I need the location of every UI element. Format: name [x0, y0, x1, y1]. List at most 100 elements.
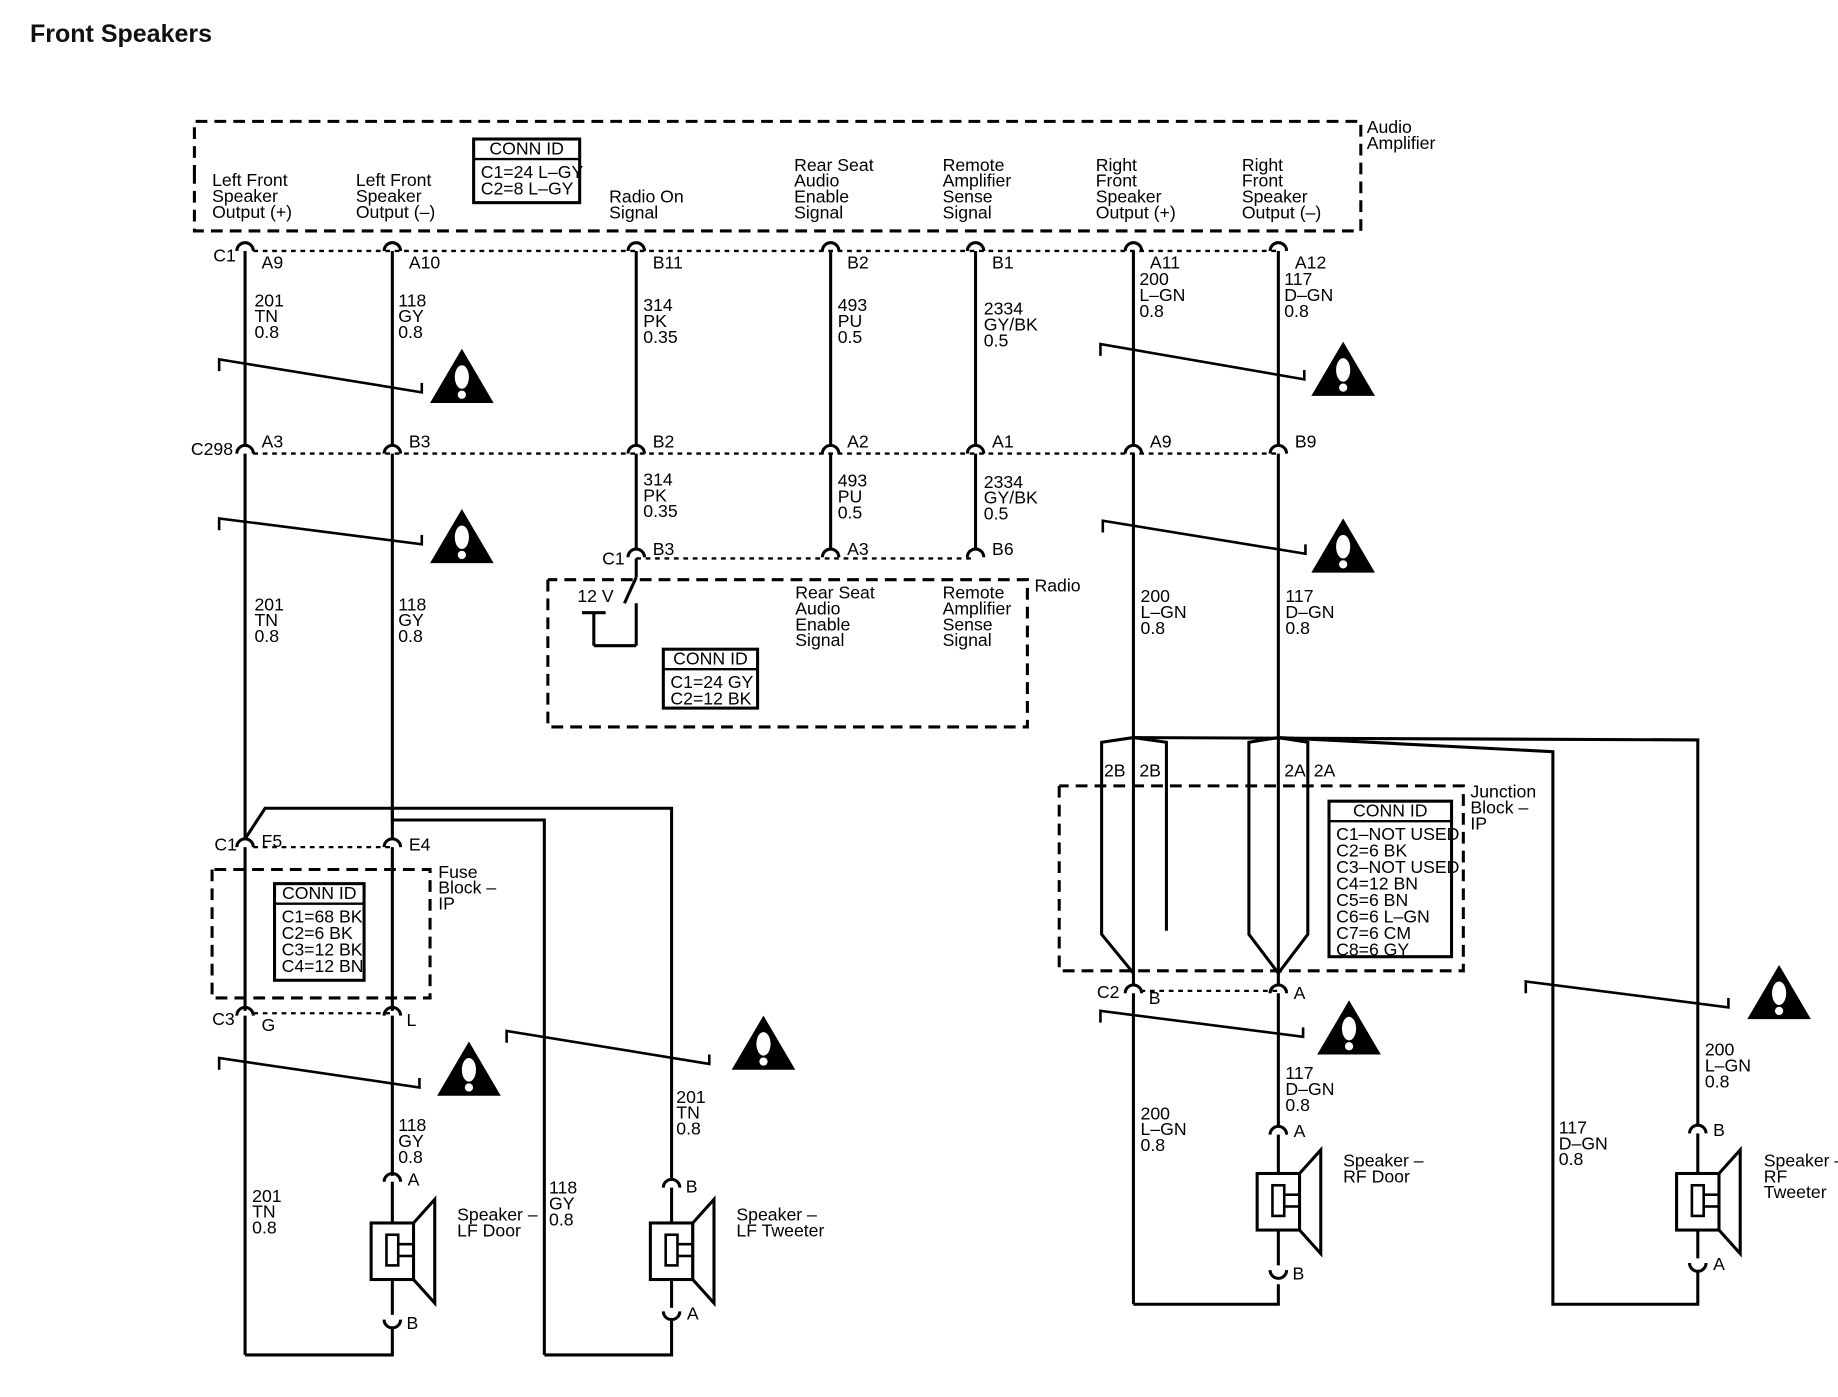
caution-icon — [731, 1015, 796, 1070]
wire-label-line: L–GN — [1141, 602, 1187, 622]
wire-label-line: 0.35 — [643, 327, 678, 347]
wire-path — [245, 1329, 394, 1357]
wire-label-line: PU — [838, 487, 863, 507]
amplifier-signal-label-line: Output (–) — [356, 202, 436, 222]
wire-label-line: 0.8 — [1141, 1135, 1166, 1155]
fuse-top-pin: E4 — [409, 835, 431, 855]
wire-label-line: GY/BK — [984, 488, 1038, 508]
junction-bottom-connector-name: C2 — [1097, 982, 1120, 1002]
wire-label-line: 201 — [254, 290, 283, 310]
fuse-block-name-line: Block – — [438, 878, 496, 898]
shield-break-line — [505, 1029, 711, 1066]
connector-cavity-icon — [820, 241, 841, 252]
connector-cavity-icon — [382, 443, 403, 454]
wire-label-line: 493 — [838, 471, 868, 491]
inline-connector-pin: A2 — [847, 432, 869, 452]
amplifier-signal-label-line: Speaker — [1096, 187, 1162, 207]
conn-id-line: C4=12 BN — [282, 956, 364, 976]
amplifier-pin-label: A12 — [1295, 253, 1326, 273]
connector-cavity-icon — [382, 837, 403, 848]
junction-block-name-line: Block – — [1470, 798, 1528, 818]
connector-cavity-icon — [1268, 1124, 1289, 1135]
wire-path — [243, 806, 674, 1179]
shield-break-line — [1099, 1009, 1305, 1039]
wire-label-line: 0.5 — [838, 327, 863, 347]
junction-top-pin: 2A — [1314, 760, 1336, 780]
radio-switch-contact — [623, 576, 638, 604]
amplifier-pin-label: A9 — [262, 253, 284, 273]
lf-tweeter-speaker-name: Speaker –LF Tweeter — [736, 1205, 824, 1241]
rf-tweeter-speaker-icon — [1675, 1145, 1742, 1258]
wire-label-line: 200 — [1141, 1103, 1171, 1123]
connector-cavity-icon — [382, 241, 403, 252]
radio-pin-label: B3 — [653, 539, 675, 559]
caution-icon — [1317, 1000, 1381, 1055]
amplifier-signal-label-line: Sense — [943, 187, 993, 207]
wire-label-line: D–GN — [1559, 1133, 1608, 1153]
conn-id-line: C2=8 L–GY — [481, 178, 574, 198]
caution-mark — [461, 1058, 476, 1082]
junction-block-name-line: IP — [1470, 813, 1487, 833]
amplifier-signal-label-line: Left Front — [356, 170, 432, 190]
amplifier-name-line: Amplifier — [1367, 133, 1436, 153]
fuse-block-outline — [210, 867, 432, 1000]
wire-label-line: 314 — [643, 469, 673, 489]
wire-label-line: L–GN — [1141, 1119, 1187, 1139]
amplifier-signal-label-line: Speaker — [356, 186, 422, 206]
wire-label-line: 2334 — [984, 472, 1023, 492]
fuse-bottom-pin: L — [406, 1010, 416, 1030]
speaker-cone — [412, 1195, 437, 1308]
amplifier-signal-label-line: Speaker — [1242, 187, 1308, 207]
wire-label-line: 0.8 — [1141, 618, 1166, 638]
amplifier-signal-label-line: Output (+) — [212, 202, 292, 222]
wire-path — [1278, 736, 1700, 1306]
connector-cavity-icon — [1688, 1123, 1708, 1134]
caution-icon — [1311, 518, 1375, 573]
amplifier-signal-label-line: Front — [1242, 171, 1283, 191]
wire-label-line: GY — [398, 1131, 424, 1151]
conn-id-line: C2=6 BK — [282, 923, 353, 943]
connector-cavity-icon — [235, 241, 255, 252]
inline-connector-pin: A9 — [1150, 432, 1172, 452]
wire-label-line: D–GN — [1285, 1079, 1334, 1099]
junction-bottom-pin: B — [1149, 988, 1161, 1008]
conn-id-line: C1=24 L–GY — [481, 162, 584, 182]
rf-door-speaker-icon — [1255, 1145, 1323, 1258]
connector-cavity-icon — [965, 241, 986, 252]
wire-label-line: 0.8 — [1139, 301, 1164, 321]
wire-label-line: TN — [254, 306, 278, 326]
wire-label-line: TN — [254, 610, 278, 630]
connector-cavity-icon — [1268, 443, 1289, 454]
wire-label-line: 201 — [254, 594, 283, 614]
connector-cavity-icon — [820, 547, 841, 558]
amplifier-pin-label: B2 — [847, 253, 869, 273]
radio-signal-label-line: Amplifier — [943, 598, 1012, 618]
amplifier-signal-label-line: Audio — [794, 171, 839, 191]
caution-mark — [1336, 358, 1351, 382]
inline-connector-pin: B3 — [409, 432, 431, 452]
conn-id-line: C5=6 BN — [1336, 890, 1408, 910]
caution-mark — [454, 365, 469, 389]
lf-door-speaker-name: Speaker –LF Door — [457, 1205, 538, 1241]
conn-id-frame — [661, 647, 760, 710]
fuse-block-name-line: Fuse — [438, 862, 477, 882]
amplifier-signal-label-line: Signal — [794, 203, 843, 223]
shield-break-line — [1099, 342, 1306, 381]
wire-label-line: 0.8 — [1285, 1095, 1310, 1115]
wire-path — [1247, 736, 1280, 975]
lf-door-speaker-icon — [369, 1195, 437, 1308]
caution-icon — [430, 348, 494, 403]
